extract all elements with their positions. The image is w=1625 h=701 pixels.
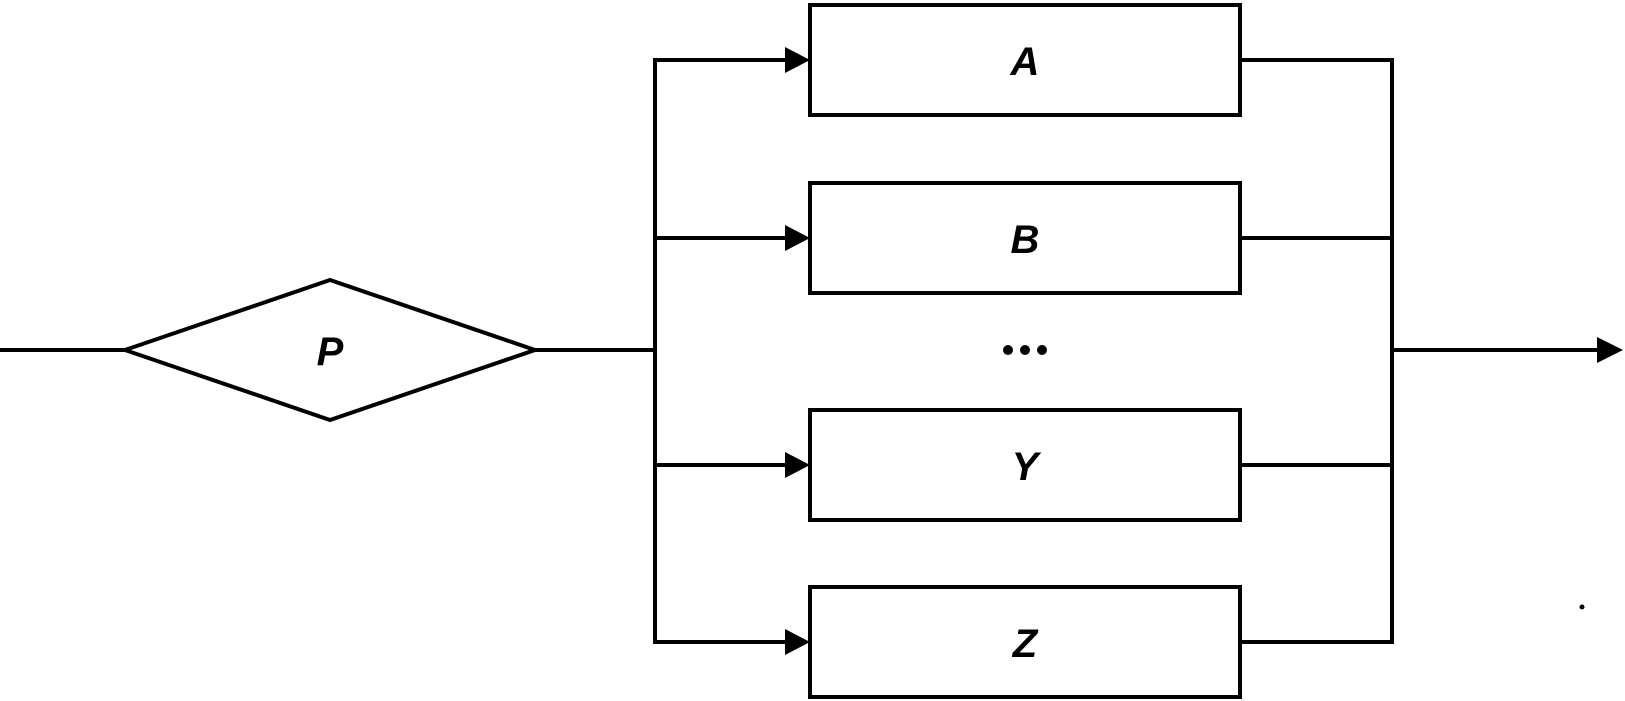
stray-dot [1579,604,1585,610]
process-label-b: B [1011,218,1040,262]
output-arrow [1597,337,1623,363]
process-label-y: Y [1012,445,1042,489]
arrow-y [785,452,810,478]
process-label-a: A [1010,40,1040,84]
ellipsis-icon [1003,345,1047,355]
process-box-z [808,585,1242,699]
process-box-a [808,3,1242,117]
arrow-a [785,47,810,73]
process-label-z: Z [1012,622,1039,666]
arrow-z [785,629,810,655]
arrow-b [785,225,810,251]
decision-label: P [317,330,344,374]
